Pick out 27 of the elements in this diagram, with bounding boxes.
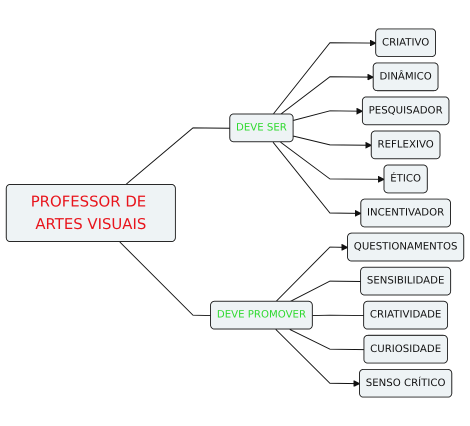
connector-line (119, 242, 212, 316)
connector-line (125, 127, 231, 186)
concept-box: INCENTIVADOR (360, 198, 451, 228)
concept-box: ÉTICO (384, 164, 428, 194)
concept-box: DEVE SER (229, 114, 294, 142)
concept-box: REFLEXIVO (370, 130, 440, 160)
concept-box: SENSIBILIDADE (360, 266, 452, 296)
connector-line (289, 328, 365, 350)
connector-line (289, 280, 362, 302)
concept-box: CURIOSIDADE (363, 334, 448, 364)
arrow (280, 142, 385, 183)
arrow (272, 40, 376, 115)
connector-line (312, 314, 365, 316)
arrow (275, 328, 360, 388)
arrow (280, 74, 374, 115)
concept-box: QUESTIONAMENTOS (347, 232, 464, 262)
arrow (293, 136, 372, 149)
concept-box: PROFESSOR DE ARTES VISUAIS (6, 184, 176, 242)
arrow (272, 142, 362, 217)
concept-box: CRIATIVIDADE (363, 300, 448, 330)
concept-box: DEVE PROMOVER (210, 300, 313, 330)
concept-box: PESQUISADOR (362, 96, 450, 126)
arrow (275, 244, 348, 302)
concept-box: CRIATIVO (375, 28, 436, 58)
concept-box: DINÂMICO (372, 62, 438, 92)
arrow (293, 108, 364, 121)
concept-box: SENSO CRÍTICO (359, 368, 452, 398)
